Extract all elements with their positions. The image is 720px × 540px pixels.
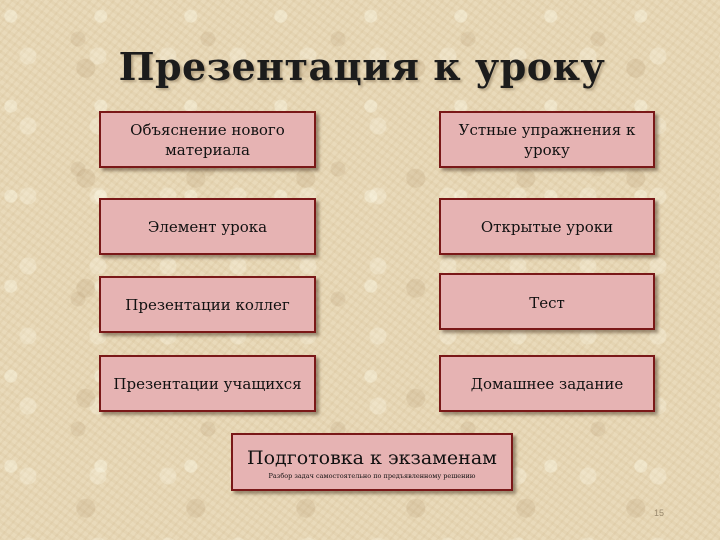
exam-box-subtitle: Разбор задач самостоятельно по предъявле… [268,472,476,480]
exam-box-title: Подготовка к экзаменам [247,447,497,469]
box-oral-exercises: Устные упражнения к уроку [439,111,655,168]
box-new-material: Объяснение нового материала [99,111,316,168]
slide-title: Презентация к уроку [118,44,606,89]
box-lesson-element: Элемент урока [99,198,316,255]
box-label: Домашнее задание [470,374,624,393]
box-exam-preparation: Подготовка к экзаменам Разбор задач само… [231,433,513,491]
page-number: 15 [654,508,665,518]
box-student-presentations: Презентации учащихся [99,355,316,412]
box-open-lessons: Открытые уроки [439,198,655,255]
box-label: Тест [529,294,565,312]
box-homework: Домашнее задание [439,355,655,412]
box-label: Элемент урока [147,217,268,236]
box-label: Открытые уроки [480,217,614,236]
box-label: Объяснение нового материала [130,120,285,159]
box-label: Презентации коллег [125,295,290,314]
box-test: Тест [439,273,655,330]
box-label: Презентации учащихся [113,374,302,393]
box-colleague-presentations: Презентации коллег [99,276,316,333]
box-label: Устные упражнения к уроку [458,120,636,159]
